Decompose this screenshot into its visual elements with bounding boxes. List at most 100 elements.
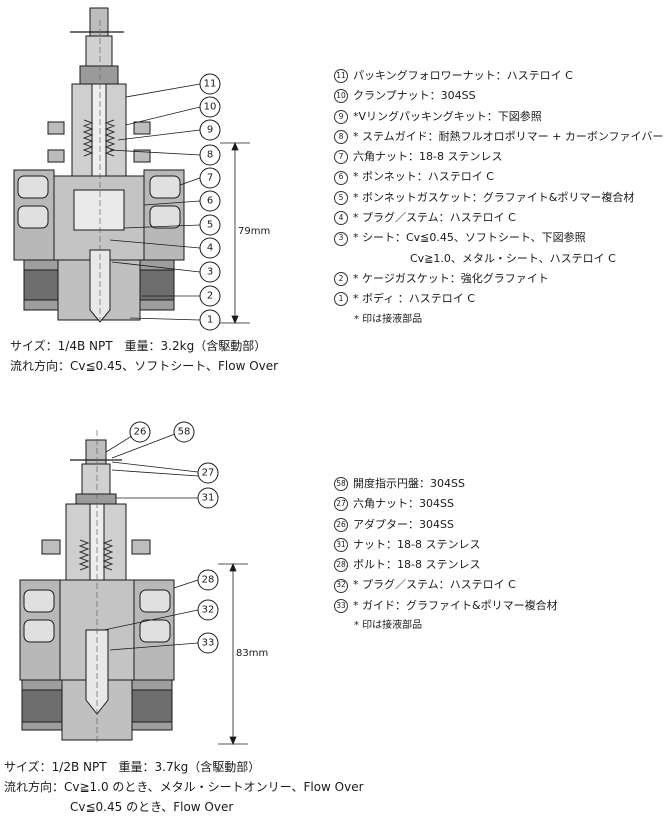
balloon-1: 1 — [199, 309, 221, 331]
valve1-size-weight: サイズ：1/4B NPT 重量：3.2kg（含駆動部） — [10, 339, 267, 353]
part-text: * ボンネットガスケット：グラファイト&ポリマー複合材 — [353, 190, 635, 204]
part-text: ナット：18-8 ステンレス — [353, 537, 481, 551]
part-text: 六角ナット：304SS — [353, 497, 454, 511]
valve1-cross-section — [13, 7, 185, 323]
balloon-3: 3 — [199, 261, 221, 283]
svg-text:26: 26 — [134, 427, 147, 438]
part-text: * ガイド：グラファイト&ポリマー複合材 — [353, 598, 558, 612]
part-number-icon: 11 — [334, 69, 348, 84]
part-row: 32 * プラグ／ステム：ハステロイ C — [334, 575, 558, 595]
valve2-specs: サイズ：1/2B NPT 重量：3.7kg（含駆動部） 流れ方向：Cv≧1.0 … — [4, 757, 364, 817]
part-row: 1 * ボディ ：ハステロイ C — [334, 289, 663, 309]
balloon-5: 5 — [199, 214, 221, 236]
balloon-58: 58 — [173, 421, 195, 443]
part-row: 2 * ケージガスケット：強化グラファイト — [334, 269, 663, 289]
part-text: * プラグ／ステム：ハステロイ C — [353, 211, 516, 225]
valve1-flow-direction: 流れ方向：Cv≦0.45、ソフトシート、Flow Over — [10, 359, 279, 373]
svg-text:3: 3 — [207, 267, 213, 278]
valve1-dimension-label: 79mm — [238, 226, 270, 237]
svg-text:7: 7 — [207, 173, 213, 184]
balloon-10: 10 — [199, 96, 221, 118]
balloon-8: 8 — [199, 144, 221, 166]
balloon-2: 2 — [199, 285, 221, 307]
balloon-31: 31 — [197, 487, 219, 509]
part-number-icon: 8 — [334, 130, 348, 145]
balloon-6: 6 — [199, 190, 221, 212]
part-row: 10 クランプナット：304SS — [334, 86, 663, 106]
svg-text:2: 2 — [207, 291, 213, 302]
part-number-icon: 28 — [334, 558, 348, 573]
part-number-icon: 10 — [334, 89, 348, 104]
svg-text:58: 58 — [178, 427, 191, 438]
balloon-4: 4 — [199, 237, 221, 259]
part-text: 開度指示円盤：304SS — [353, 477, 465, 490]
balloon-27: 27 — [197, 462, 219, 484]
part-row: 28 ボルト：18-8 ステンレス — [334, 555, 558, 575]
svg-text:1: 1 — [207, 315, 213, 326]
part-row: 27 六角ナット：304SS — [334, 494, 558, 514]
valve2-spring — [78, 539, 114, 571]
valve2-leaders — [103, 433, 199, 651]
part-text: * プラグ／ステム：ハステロイ C — [353, 578, 516, 592]
svg-text:31: 31 — [202, 493, 215, 504]
svg-text:27: 27 — [202, 468, 215, 479]
part-number-icon: 31 — [334, 538, 348, 553]
part-row-continued: Cv≧1.0、メタル・シート、ハステロイ C — [334, 249, 663, 269]
part-number-icon: 58 — [334, 477, 348, 492]
part-text: *Vリングパッキングキット：下図参照 — [353, 109, 542, 123]
wetted-parts-note: * 印は接液部品 — [354, 620, 423, 632]
valve2-flow-direction: 流れ方向：Cv≧1.0 のとき、メタル・シートオンリー、Flow Over — [4, 780, 364, 794]
part-row: 3* シート：Cv≦0.45、ソフトシート、下図参照 — [334, 228, 663, 248]
svg-text:8: 8 — [207, 150, 213, 161]
part-number-icon: 26 — [334, 517, 348, 532]
part-number-icon: 33 — [334, 598, 348, 613]
part-number-icon: 9 — [334, 109, 348, 124]
valve2-cross-section — [19, 430, 175, 745]
balloon-33: 33 — [197, 632, 219, 654]
part-number-icon: 4 — [334, 211, 348, 226]
svg-text:11: 11 — [204, 79, 217, 90]
part-text: * ケージガスケット：強化グラファイト — [353, 271, 549, 285]
part-row: 58 開度指示円盤：304SS — [334, 474, 558, 494]
svg-text:33: 33 — [202, 638, 215, 649]
part-text: * ボディ ：ハステロイ C — [353, 292, 475, 306]
part-text: パッキングフォロワーナット：ハステロイ C — [353, 69, 573, 82]
part-text: * ボンネット：ハステロイ C — [353, 170, 494, 184]
valve1-specs: サイズ：1/4B NPT 重量：3.2kg（含駆動部） 流れ方向：Cv≦0.45… — [10, 336, 278, 376]
balloon-11: 11 — [199, 73, 221, 95]
svg-text:6: 6 — [207, 196, 213, 207]
part-row: 6* ボンネット：ハステロイ C — [334, 167, 663, 187]
valve2-dimension — [218, 562, 248, 746]
part-row: 31 ナット：18-8 ステンレス — [334, 535, 558, 555]
svg-text:9: 9 — [207, 125, 213, 136]
part-number-icon: 32 — [334, 578, 348, 593]
valve1-balloons: 11 10 9 8 7 6 5 4 3 2 1 — [199, 73, 221, 331]
valve1-leaders — [109, 83, 201, 321]
part-text: アダプター：304SS — [353, 517, 454, 531]
part-number-icon: 27 — [334, 497, 348, 512]
balloon-28: 28 — [197, 569, 219, 591]
svg-text:5: 5 — [207, 220, 213, 231]
svg-text:28: 28 — [202, 575, 215, 586]
part-row: 8 * ステムガイド：耐熱フルオロポリマー + カーボンファイバー — [334, 127, 663, 147]
part-text: クランプナット：304SS — [353, 89, 476, 103]
part-row: 4 * プラグ／ステム：ハステロイ C — [334, 208, 663, 228]
part-row: 9 *Vリングパッキングキット：下図参照 — [334, 107, 663, 127]
svg-text:32: 32 — [202, 605, 215, 616]
valve2-flow-direction-2: Cv≦0.45 のとき、Flow Over — [70, 800, 234, 814]
part-text: ボルト：18-8 ステンレス — [353, 558, 481, 572]
part-text: * シート：Cv≦0.45、ソフトシート、下図参照 — [353, 231, 586, 245]
part-text: * ステムガイド：耐熱フルオロポリマー + カーボンファイバー — [353, 129, 663, 143]
balloon-7: 7 — [199, 167, 221, 189]
part-row: 33 * ガイド：グラファイト&ポリマー複合材 — [334, 596, 558, 616]
part-text: Cv≧1.0、メタル・シート、ハステロイ C — [410, 251, 616, 265]
part-number-icon: 5 — [334, 190, 348, 205]
svg-text:10: 10 — [204, 102, 217, 113]
valve2-dimension-label: 83mm — [236, 648, 268, 659]
part-number-icon: 2 — [334, 272, 348, 287]
svg-text:4: 4 — [207, 243, 213, 254]
part-number-icon: 1 — [334, 292, 348, 307]
